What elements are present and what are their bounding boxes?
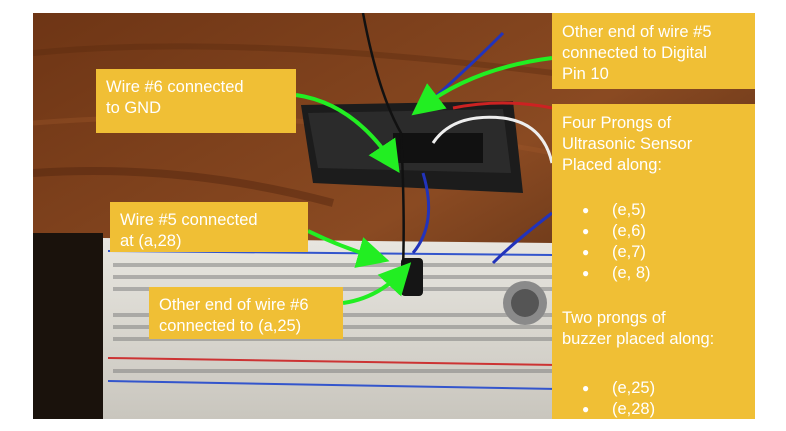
callout-line: to GND — [106, 99, 162, 117]
callout-sensor-buzzer: Four Prongs of Ultrasonic Sensor Placed … — [552, 104, 755, 419]
callout-line: Ultrasonic Sensor — [562, 135, 693, 153]
arrow-wire5 — [307, 229, 390, 268]
callout-line: Wire #6 connected — [106, 78, 244, 96]
callout-line: Other end of wire #5 — [562, 23, 712, 41]
callout-line: Pin 10 — [562, 65, 609, 83]
list-item: (e, 8) — [562, 263, 745, 284]
slide: Wire #6 connected to GND Other end of wi… — [33, 13, 755, 419]
list-item: (e,5) — [562, 200, 745, 221]
callout-line: Wire #5 connected — [120, 211, 258, 229]
arrow-wire6 — [295, 93, 400, 173]
sensor-prong-list: (e,5) (e,6) (e,7) (e, 8) — [562, 200, 745, 284]
callout-line: connected to Digital — [562, 44, 707, 62]
callout-line: at (a,28) — [120, 232, 182, 250]
list-item: (e,7) — [562, 242, 745, 263]
list-item: (e,6) — [562, 221, 745, 242]
callout-wire5: Wire #5 connected at (a,28) — [110, 202, 308, 252]
callout-line: Two prongs of — [562, 309, 666, 327]
callout-line: connected to (a,25) — [159, 317, 302, 335]
callout-wire6-end: Other end of wire #6 connected to (a,25) — [149, 287, 343, 339]
arrow-wire5-end — [411, 56, 553, 116]
arrow-wire6-end — [342, 262, 412, 305]
callout-line: Placed along: — [562, 156, 662, 174]
callout-line: buzzer placed along: — [562, 330, 715, 348]
callout-line: Four Prongs of — [562, 114, 672, 132]
list-item: (e,25) — [562, 378, 745, 399]
buzzer-prong-list: (e,25) (e,28) — [562, 378, 745, 419]
callout-wire6-gnd: Wire #6 connected to GND — [96, 69, 296, 133]
callout-wire5-end: Other end of wire #5 connected to Digita… — [552, 13, 755, 89]
list-item: (e,28) — [562, 399, 745, 419]
callout-line: Other end of wire #6 — [159, 296, 309, 314]
